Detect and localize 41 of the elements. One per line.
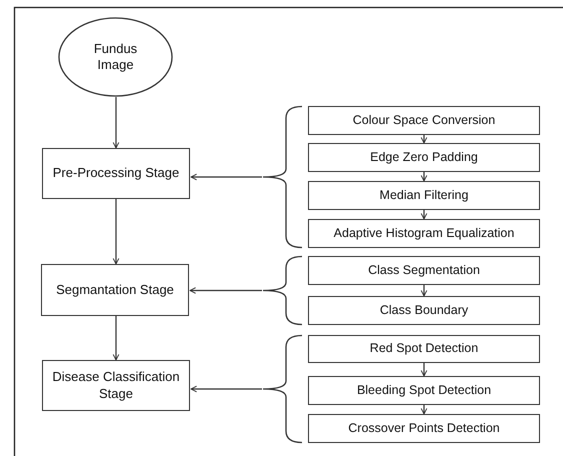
arrow (112, 97, 120, 148)
step-label: Red Spot Detection (370, 341, 478, 357)
stage-box (42, 148, 190, 199)
step-label: Class Segmentation (368, 262, 480, 278)
arrow (190, 174, 262, 180)
step-box (308, 143, 540, 172)
arrow (112, 316, 120, 360)
step-box (308, 376, 540, 405)
step-box (308, 256, 540, 285)
arrow (112, 199, 120, 264)
start-label: Fundus Image (92, 40, 138, 74)
step-label: Colour Space Conversion (352, 112, 496, 128)
arrow (420, 210, 428, 220)
arrow (420, 285, 428, 296)
step-label: Crossover Points Detection (348, 420, 500, 436)
step-box (308, 219, 540, 248)
curly-brace (262, 335, 302, 443)
arrow (420, 405, 428, 414)
stage-box (42, 360, 190, 411)
start-ellipse (58, 17, 173, 97)
arrow (420, 363, 428, 376)
stage-box (41, 264, 189, 316)
step-box (308, 414, 540, 443)
arrow (190, 386, 262, 392)
arrow (420, 172, 428, 182)
curly-brace (262, 256, 302, 325)
step-box (308, 106, 540, 135)
step-label: Class Boundary (380, 302, 468, 318)
arrow (420, 135, 428, 144)
step-label: Disease Classification Stage (51, 369, 181, 402)
step-label: Adaptive Histogram Equalization (334, 226, 514, 242)
step-label: Segmantation Stage (56, 282, 174, 298)
step-label: Edge Zero Padding (370, 150, 478, 166)
curly-brace (262, 106, 302, 248)
step-box (308, 181, 540, 210)
step-box (308, 335, 540, 363)
step-label: Pre-Processing Stage (52, 165, 180, 182)
step-box (308, 296, 540, 325)
step-label: Bleeding Spot Detection (356, 382, 492, 398)
step-label: Median Filtering (380, 188, 468, 204)
arrow (190, 287, 262, 294)
